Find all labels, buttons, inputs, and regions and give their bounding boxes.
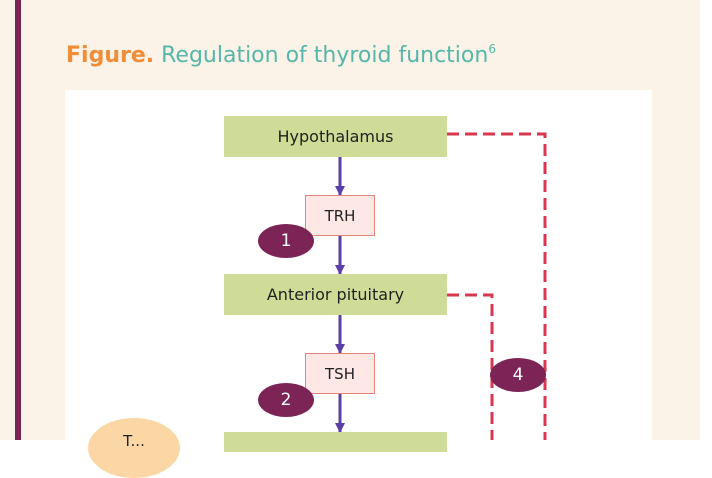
hypothalamus-box: Hypothalamus <box>224 116 447 157</box>
right-margin <box>700 0 712 440</box>
step-badge-4: 4 <box>490 358 546 392</box>
anterior-pituitary-box: Anterior pituitary <box>224 274 447 315</box>
trh-box: TRH <box>305 195 375 236</box>
feedback-line-to-hypothalamus <box>447 132 547 440</box>
feedback-line-to-pituitary <box>447 293 494 440</box>
step-badge-2: 2 <box>258 383 314 417</box>
figure-title-text: Regulation of thyroid function <box>161 43 489 68</box>
figure-label: Figure. <box>66 43 155 68</box>
peach-label-partial: T... <box>88 418 180 478</box>
thyroid-box-partial <box>224 432 447 452</box>
step-badge-1: 1 <box>258 224 314 258</box>
accent-rule <box>15 0 21 440</box>
diagram-connectors <box>335 132 547 440</box>
figure-title: Figure. Regulation of thyroid function6 <box>66 34 496 71</box>
peach-label-text: T... <box>123 432 145 450</box>
figure-reference: 6 <box>488 42 496 56</box>
tsh-box: TSH <box>305 353 375 394</box>
